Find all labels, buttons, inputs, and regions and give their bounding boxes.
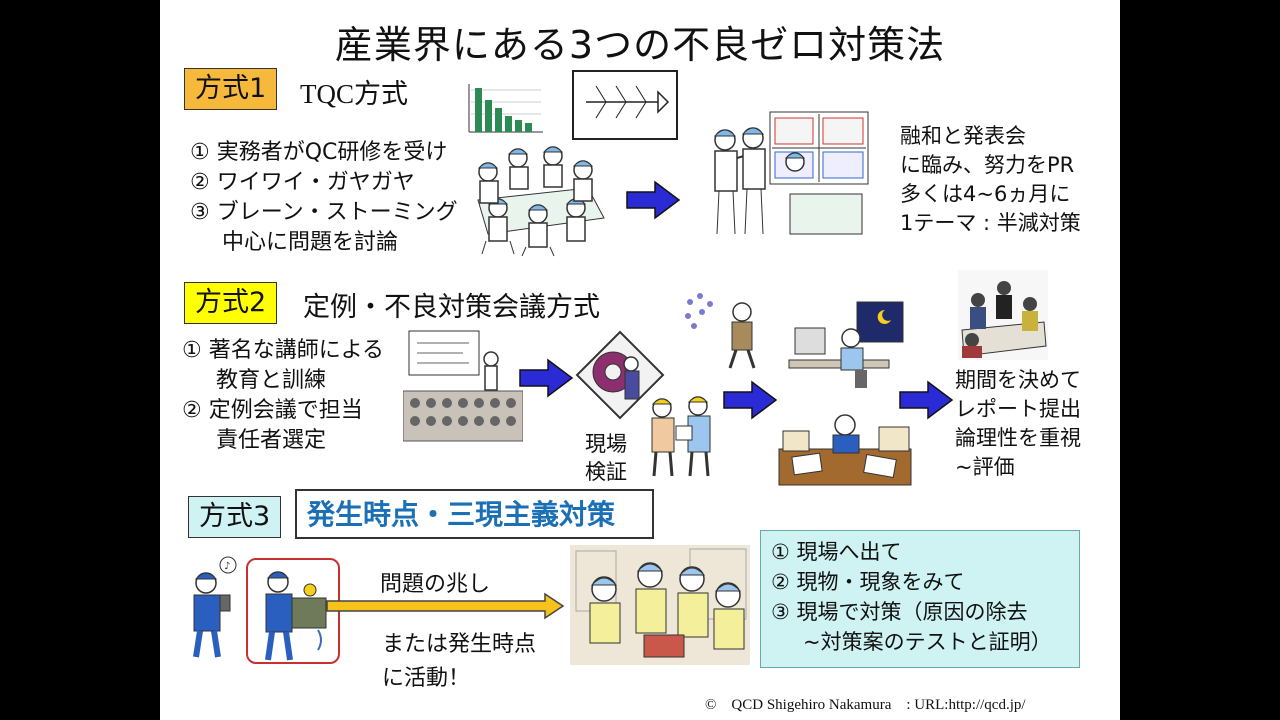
slide: 産業界にある3つの不良ゼロ対策法 方式1 TQC方式 ① 実務者がQC研修を受け… [160,0,1120,720]
list-item: ① 著名な講師による [182,338,385,363]
worker-machine-illustration [265,571,327,661]
problem-sign-frame [246,558,340,664]
box-line: ③ 現場で対策（原因の除去 [771,600,1028,624]
method1-list: ① 実務者がQC研修を受け ② ワイワイ・ガヤガヤ ③ ブレーン・ストーミング … [190,138,458,258]
fishbone-diagram-illustration [572,70,678,140]
method2-list: ① 著名な講師による 教育と訓練 ② 定例会議で担当 責任者選定 [182,336,384,456]
site-inspectors-illustration [651,396,711,477]
result-line: 1テーマ : 半減対策 [900,211,1081,235]
worker-phone-illustration: ♪ [193,556,237,658]
workers-on-site-illustration [570,545,750,665]
box-line: ② 現物・現象をみて [771,570,965,594]
method3-heading: 発生時点・三現主義対策 [295,489,654,539]
stressed-worker-illustration [685,293,756,369]
presentation-illustration [713,111,869,235]
arrow-icon [626,180,681,220]
method3-action: または発生時点 に活動！ [382,628,536,696]
method3-tag: 方式3 [188,496,282,538]
box-line: ① 現場へ出て [771,540,902,564]
action-line: または発生時点 [382,632,537,657]
arrow-icon [519,358,574,398]
meeting-room-illustration [958,270,1048,360]
sign-text: 問題の兆し [380,572,491,597]
list-item: ③ ブレーン・ストーミング [190,200,458,225]
method2-heading: 定例・不良対策会議方式 [303,292,600,323]
result-line: 論理性を重視 [955,426,1081,450]
copyright-footer: © QCD Shigehiro Nakamura : URL:http://qc… [705,697,1026,713]
arrow-icon [899,380,954,420]
action-line: に活動！ [382,666,471,691]
list-item: 中心に問題を討論 [222,230,399,255]
arrow-icon [326,592,565,620]
site-label-line: 現場 [585,432,627,456]
svg-text:♪: ♪ [224,561,230,572]
paperwork-illustration [778,414,912,486]
list-item: ② ワイワイ・ガヤガヤ [190,170,415,195]
site-verify-label: 現場 検証 [585,430,627,486]
box-line: ~対策案のテストと証明） [803,630,1052,654]
method2-tag: 方式2 [184,282,278,324]
result-line: 多くは4~6ヵ月に [900,182,1071,206]
bar-chart-illustration [468,84,543,133]
list-item: ② 定例会議で担当 [182,398,363,423]
method1-tag: 方式1 [184,68,278,110]
three-gen-box: ① 現場へ出て ② 現物・現象をみて ③ 現場で対策（原因の除去 ~対策案のテス… [760,530,1080,668]
result-line: に臨み、努力をPR [900,153,1075,177]
method1-heading: TQC方式 [300,79,408,109]
slide-title: 産業界にある3つの不良ゼロ対策法 [334,23,946,67]
method2-result: 期間を決めて レポート提出 論理性を重視 ~評価 [955,366,1081,482]
result-line: 融和と発表会 [900,124,1026,148]
result-line: 期間を決めて [955,368,1081,392]
site-label-line: 検証 [585,460,627,484]
lecture-illustration [403,330,523,442]
list-item: 責任者選定 [216,428,327,453]
gear-icon [575,330,665,420]
night-work-illustration [788,301,904,388]
list-item: 教育と訓練 [216,368,327,393]
list-item: ① 実務者がQC研修を受け [190,140,448,165]
arrow-icon [723,380,778,420]
method1-result: 融和と発表会 に臨み、努力をPR 多くは4~6ヵ月に 1テーマ : 半減対策 [900,122,1081,238]
qc-meeting-illustration [477,146,605,257]
result-line: ~評価 [955,455,1015,479]
result-line: レポート提出 [955,397,1081,421]
